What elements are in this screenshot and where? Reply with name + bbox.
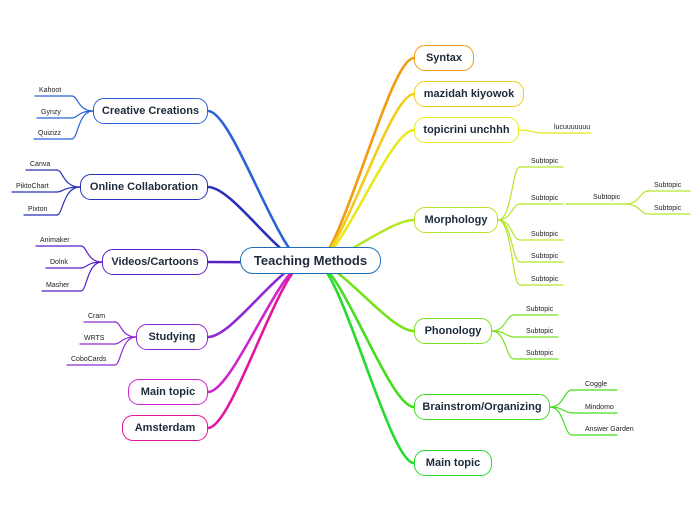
subtopic-connector: [80, 261, 103, 292]
subtopic-leaf[interactable]: Quizizz: [38, 130, 61, 137]
subtopic-leaf[interactable]: CoboCards: [71, 356, 107, 363]
subtopic-leaf[interactable]: Coggle: [585, 381, 608, 388]
topic-node-left-1[interactable]: Creative Creations: [93, 98, 208, 124]
subtopic-connector: [549, 389, 573, 408]
subtopic-leaf[interactable]: WRTS: [84, 335, 105, 342]
topic-node-left-2[interactable]: Online Collaboration: [80, 174, 208, 200]
subtopic-connector: [624, 190, 649, 205]
topic-node-right-7[interactable]: Main topic: [414, 450, 492, 476]
subtopic-connector: [71, 110, 94, 140]
subtopic-leaf[interactable]: lucuuuuuuu: [554, 124, 591, 131]
topic-node-right-5[interactable]: Phonology: [414, 318, 492, 344]
central-topic[interactable]: Teaching Methods: [240, 247, 381, 274]
topic-node-left-4[interactable]: Studying: [136, 324, 208, 350]
subtopic-connector: [114, 321, 137, 338]
subtopic-leaf[interactable]: Gynzy: [41, 109, 61, 116]
subtopic-leaf[interactable]: Subtopic: [654, 182, 682, 189]
subtopic-connector: [624, 203, 649, 215]
topic-node-right-4[interactable]: Morphology: [414, 207, 498, 233]
subtopic-leaf[interactable]: Mindomo: [585, 404, 614, 411]
subtopic-leaf[interactable]: Subtopic: [526, 328, 554, 335]
topic-node-left-6[interactable]: Amsterdam: [122, 415, 208, 441]
branch-connector: [206, 261, 307, 394]
subtopic-connector: [497, 166, 521, 221]
subtopic-leaf[interactable]: Subtopic: [531, 231, 559, 238]
subtopic-connector: [56, 169, 81, 188]
branch-connector: [314, 92, 416, 264]
subtopic-connector: [497, 203, 521, 221]
branch-connector: [314, 56, 416, 264]
subtopic-leaf[interactable]: Subtopic: [593, 194, 621, 201]
subtopic-connector: [497, 219, 521, 286]
subtopic-leaf[interactable]: Subtopic: [531, 158, 559, 165]
subtopic-leaf[interactable]: PiktoChart: [16, 183, 49, 190]
subtopic-connector: [491, 330, 515, 360]
subtopic-connector: [56, 186, 81, 216]
topic-node-left-5[interactable]: Main topic: [128, 379, 208, 405]
subtopic-leaf[interactable]: Subtopic: [531, 276, 559, 283]
topic-node-left-3[interactable]: Videos/Cartoons: [102, 249, 208, 275]
branch-connector: [206, 109, 307, 264]
topic-node-right-2[interactable]: mazidah kiyowok: [414, 81, 524, 107]
subtopic-connector: [497, 219, 521, 241]
subtopic-leaf[interactable]: Subtopic: [526, 350, 554, 357]
subtopic-leaf[interactable]: Cram: [88, 313, 106, 320]
subtopic-leaf[interactable]: Subtopic: [526, 306, 554, 313]
topic-node-right-6[interactable]: Brainstrom/Organizing: [414, 394, 550, 420]
subtopic-leaf[interactable]: Subtopic: [531, 195, 559, 202]
branch-connector: [314, 261, 416, 465]
subtopic-leaf[interactable]: Answer Garden: [585, 426, 634, 433]
subtopic-leaf[interactable]: Masher: [46, 282, 70, 289]
subtopic-leaf[interactable]: Pixton: [28, 206, 48, 213]
subtopic-connector: [518, 129, 542, 134]
subtopic-leaf[interactable]: Dolnk: [50, 259, 68, 266]
branch-connector: [314, 261, 416, 409]
subtopic-connector: [71, 95, 94, 112]
subtopic-connector: [80, 245, 103, 263]
subtopic-leaf[interactable]: Subtopic: [654, 205, 682, 212]
subtopic-connector: [114, 336, 137, 366]
subtopic-leaf[interactable]: Canva: [30, 161, 51, 168]
subtopic-connector: [491, 314, 515, 332]
subtopic-connector: [549, 406, 573, 436]
subtopic-leaf[interactable]: Animaker: [40, 237, 70, 244]
topic-node-right-3[interactable]: topicrini unchhh: [414, 117, 519, 143]
subtopic-leaf[interactable]: Kahoot: [39, 87, 62, 94]
topic-node-right-1[interactable]: Syntax: [414, 45, 474, 71]
subtopic-leaf[interactable]: Subtopic: [531, 253, 559, 260]
branch-connector: [206, 261, 307, 430]
